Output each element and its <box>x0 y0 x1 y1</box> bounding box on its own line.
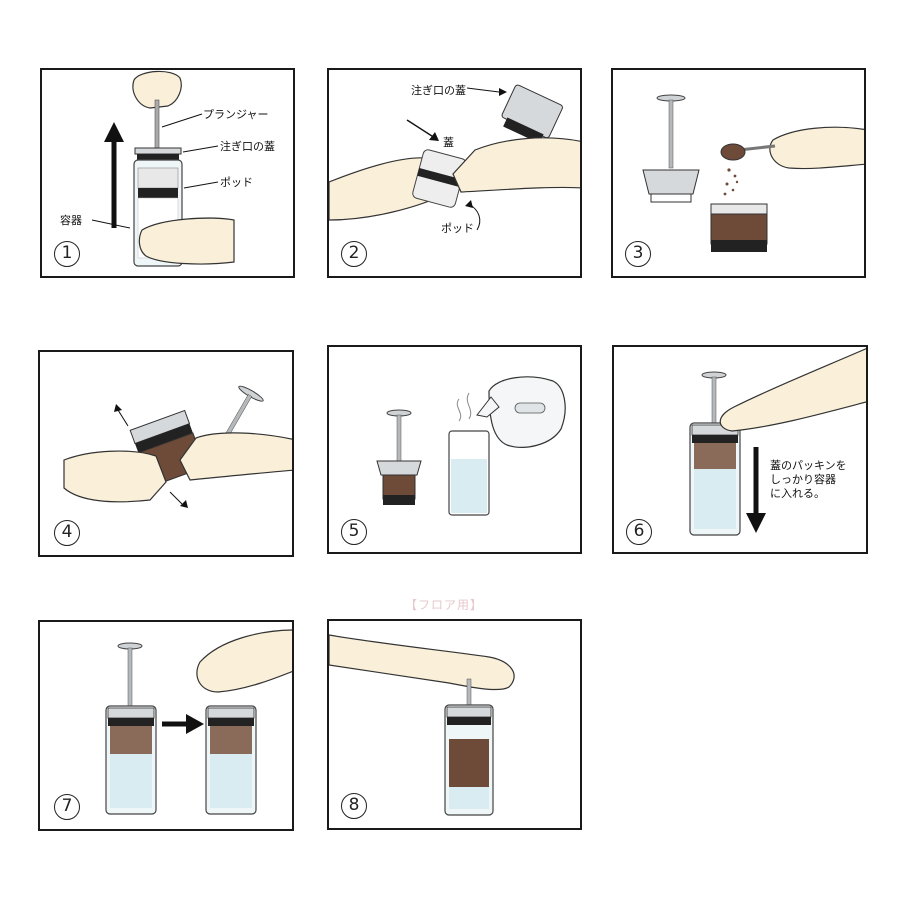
step-1-panel: プランジャー 注ぎ口の蓋 ポッド 容器 1 <box>40 68 295 278</box>
lid-label: 蓋 <box>443 136 454 149</box>
next-arrow-icon <box>162 714 204 734</box>
step-4-illustration <box>63 385 292 508</box>
step-number: 8 <box>341 793 367 819</box>
step-8-illustration <box>329 634 515 816</box>
step-number: 2 <box>341 241 367 267</box>
pod-label: ポッド <box>220 176 253 189</box>
step-number: 1 <box>54 241 80 267</box>
step-3-panel: 3 <box>611 68 866 278</box>
step-number: 3 <box>625 241 651 267</box>
step-4-panel: 4 <box>38 350 294 557</box>
step-6-illustration <box>689 348 866 536</box>
pod-label: ポッド <box>441 222 474 235</box>
step-6-panel: 蓋のパッキンを しっかり容器 に入れる。 6 <box>612 345 868 554</box>
spout-lid-label: 注ぎ口の蓋 <box>411 84 466 97</box>
step-number: 4 <box>54 520 80 546</box>
watermark: 【フロア用】 <box>405 598 484 612</box>
step-number: 5 <box>341 519 367 545</box>
step-number: 7 <box>54 794 80 820</box>
step-3-illustration <box>642 94 864 252</box>
step-2-panel: 注ぎ口の蓋 蓋 ポッド 2 <box>327 68 582 278</box>
step-5-panel: 5 <box>327 345 582 554</box>
gasket-note: 蓋のパッキンを しっかり容器 に入れる。 <box>770 459 847 500</box>
spout-lid-label: 注ぎ口の蓋 <box>220 140 275 153</box>
press-arrow-icon <box>746 447 766 533</box>
plunger-label: プランジャー <box>203 108 269 121</box>
step-number: 6 <box>626 519 652 545</box>
step-7-illustration <box>105 629 292 815</box>
container-label: 容器 <box>60 214 82 227</box>
step-7-panel: 7 <box>38 620 294 831</box>
lift-arrow-icon <box>104 122 124 228</box>
step-2-illustration <box>329 84 580 231</box>
step-1-illustration <box>91 70 235 267</box>
step-5-illustration <box>376 376 566 516</box>
step-8-panel: 8 <box>327 619 582 830</box>
